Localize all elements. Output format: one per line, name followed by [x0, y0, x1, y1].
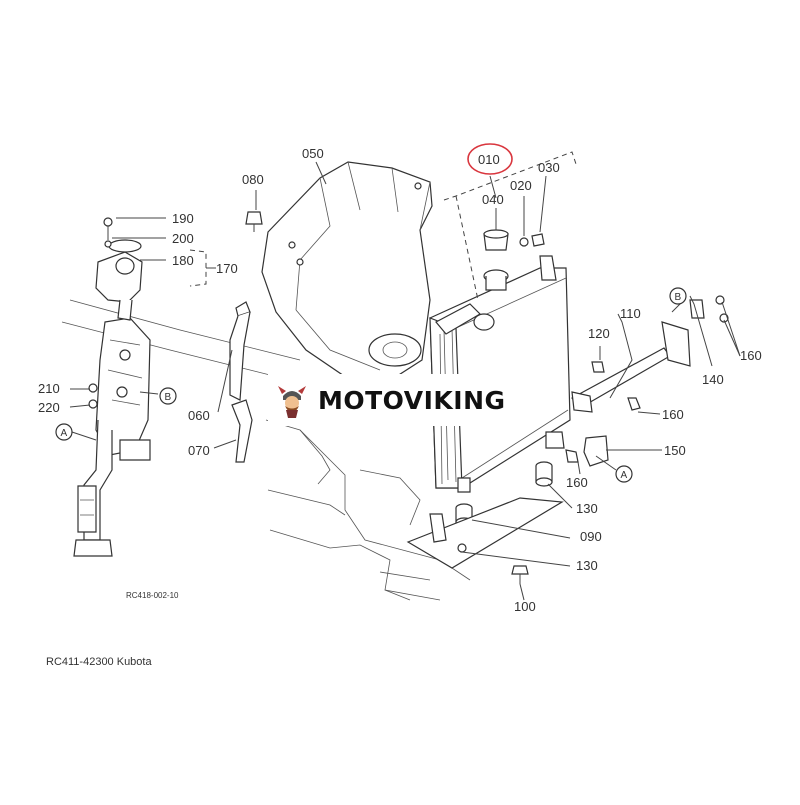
- bolt-120: [591, 361, 605, 373]
- bolt-080: [245, 211, 263, 232]
- callout-010: 010: [478, 152, 500, 167]
- callout-100: 100: [514, 599, 536, 614]
- callout-210: 210: [38, 381, 60, 396]
- reference-b-left: B: [165, 392, 172, 403]
- bracket-140: [689, 295, 729, 323]
- callout-160-mid: 160: [662, 407, 684, 422]
- group-bracket-010-leg: [455, 195, 479, 301]
- mount-plate: [406, 497, 564, 569]
- callout-060: 060: [188, 408, 210, 423]
- callout-labels: 010 020 030 040 050 060 070 080 090 100 …: [38, 146, 762, 614]
- bolt-100: [511, 565, 529, 584]
- reference-b-right: B: [675, 292, 682, 303]
- callout-160-right: 160: [740, 348, 762, 363]
- callout-150: 150: [664, 443, 686, 458]
- callout-160-low: 160: [566, 475, 588, 490]
- callout-090: 090: [580, 529, 602, 544]
- upper-hose: [229, 301, 251, 401]
- callout-170: 170: [216, 261, 238, 276]
- reference-a-left: A: [61, 428, 68, 439]
- bracket-150: [583, 435, 609, 467]
- drain-plug-parts: [519, 233, 545, 247]
- highlight-circle: [467, 143, 513, 175]
- thermostat-housing: [88, 217, 143, 409]
- callout-080: 080: [242, 172, 264, 187]
- callout-030: 030: [538, 160, 560, 175]
- callout-140: 140: [702, 372, 724, 387]
- rubber-mount-upper: [535, 461, 553, 487]
- radiator-stay: [571, 321, 691, 413]
- callout-020: 020: [510, 178, 532, 193]
- callout-190: 190: [172, 211, 194, 226]
- callout-050: 050: [302, 146, 324, 161]
- lower-hose: [231, 399, 253, 463]
- callout-220: 220: [38, 400, 60, 415]
- motoviking-watermark: MOTOVIKING: [268, 374, 538, 426]
- reference-a-right: A: [621, 470, 628, 481]
- reference-markers: A B B A: [55, 287, 687, 483]
- callout-040: 040: [482, 192, 504, 207]
- callout-180: 180: [172, 253, 194, 268]
- engine-bracket-assembly: [61, 299, 301, 557]
- callout-200: 200: [172, 231, 194, 246]
- drawing-code: RC418-002-10: [126, 591, 179, 600]
- viking-mascot-icon: [274, 382, 310, 418]
- callout-120: 120: [588, 326, 610, 341]
- bolt-160: [565, 397, 641, 463]
- group-bracket-010: [443, 151, 577, 201]
- callout-130-lower: 130: [576, 558, 598, 573]
- fan-shroud: [261, 161, 433, 381]
- radiator-cap: [483, 229, 509, 251]
- callout-110: 110: [620, 306, 641, 321]
- brand-name: MOTOVIKING: [318, 385, 506, 415]
- callout-070: 070: [188, 443, 210, 458]
- callout-130-upper: 130: [576, 501, 598, 516]
- part-caption: RC411-42300 Kubota: [46, 656, 152, 668]
